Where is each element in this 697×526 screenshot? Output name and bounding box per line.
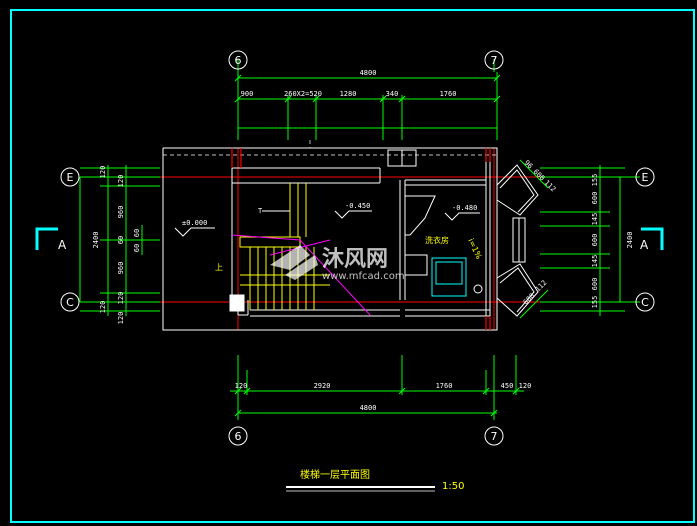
right-dim-5: 145 (591, 255, 599, 268)
axis-label-left-top: E (67, 171, 74, 184)
left-dim-1: 120 (99, 166, 107, 179)
watermark: 沐风网 www.mfcad.com (270, 245, 405, 282)
axis-label-bottom-right: 7 (491, 430, 498, 443)
axis-bubble-left-top (60, 167, 80, 187)
top-dim-4: 340 (386, 90, 399, 98)
bottom-dim-1: 120 (235, 382, 248, 390)
stair (239, 183, 330, 310)
left-dim-5: 960 (117, 262, 125, 275)
left-inner-dim-2: 60 (133, 229, 141, 237)
axis-label-top-right: 7 (491, 54, 498, 67)
watermark-url: www.mfcad.com (322, 271, 405, 282)
left-inner-dim-1: 120 (99, 301, 107, 314)
axis-bubble-top-right (484, 50, 504, 70)
left-dim-4: 60 (117, 236, 125, 244)
axis-label-right-bottom: C (641, 296, 649, 309)
axis-label-left-bottom: C (66, 296, 74, 309)
section-mark-left (35, 227, 58, 250)
left-dim-6: 120 (117, 292, 125, 305)
top-dim-2: 260X2=520 (284, 90, 322, 98)
bottom-dimensions (230, 355, 524, 420)
right-dim-4: 600 (591, 234, 599, 247)
left-overall-dim: 2400 (92, 232, 100, 249)
walls (162, 147, 498, 331)
stair-up-label: 上 (215, 263, 223, 272)
watermark-brand: 沐风网 (322, 247, 388, 272)
right-overall-dim: 2400 (626, 232, 634, 249)
left-dim-3: 960 (117, 206, 125, 219)
axis-lines (80, 148, 640, 330)
drawing-scale: 1:50 (442, 481, 464, 492)
section-label-right: A (640, 238, 649, 252)
top-dim-1: 900 (241, 90, 254, 98)
washroom-label: 洗衣房 (425, 235, 449, 245)
axis-bubble-bottom-left (228, 426, 248, 446)
left-dim-7: 120 (117, 312, 125, 325)
washroom-fixtures (387, 149, 483, 297)
window-dim-1: 96 (523, 159, 535, 171)
axis-label-right-top: E (642, 171, 649, 184)
bottom-dim-3: 1760 (436, 382, 453, 390)
brand-logo-icon (270, 245, 318, 280)
axis-bubble-left-bottom (60, 292, 80, 312)
window-dim-2: 600 (532, 168, 547, 183)
axis-bubble-bottom-right (484, 426, 504, 446)
top-dim-3: 1280 (340, 90, 357, 98)
axis-bubble-right-top (635, 167, 655, 187)
drawing-frame (10, 9, 695, 523)
bottom-dim-2: 2920 (314, 382, 331, 390)
slope-label: i=1% (466, 237, 483, 261)
level-washroom: -0.480 (452, 204, 477, 212)
right-dimensions (540, 165, 640, 316)
axis-label-top-left: 6 (235, 54, 242, 67)
right-dim-1: 155 (591, 174, 599, 187)
section-label-left: A (58, 238, 67, 252)
left-dimensions (79, 165, 160, 316)
axis-bubble-top-left (228, 50, 248, 70)
hidden-lines (163, 140, 497, 156)
window-dims (519, 159, 549, 319)
axis-label-bottom-left: 6 (235, 430, 242, 443)
level-stair: -0.450 (345, 202, 370, 210)
bottom-overall-dim: 4800 (360, 404, 377, 412)
left-dim-2: 120 (117, 175, 125, 188)
wall-hatch (231, 148, 491, 330)
left-inner-dim-3: 60 (133, 244, 141, 252)
section-mark-right (641, 227, 664, 250)
top-dim-5: 1760 (440, 90, 457, 98)
window-dim-3: 112 (543, 179, 558, 194)
t-marker: T (258, 207, 263, 215)
right-dim-3: 145 (591, 213, 599, 226)
level-floor: ±0.000 (182, 219, 207, 227)
right-dim-7: 155 (591, 296, 599, 309)
bottom-dim-5: 120 (519, 382, 532, 390)
right-dim-6: 600 (591, 278, 599, 291)
bay-window (496, 164, 539, 317)
right-dim-2: 600 (591, 192, 599, 205)
top-overall-dim: 4800 (360, 69, 377, 77)
door (229, 294, 245, 312)
level-marks (174, 210, 480, 237)
bottom-dim-4: 450 (501, 382, 514, 390)
drawing-title: 楼梯一层平面图 (300, 468, 370, 481)
top-dimensions (234, 59, 501, 140)
axis-bubble-right-bottom (635, 292, 655, 312)
